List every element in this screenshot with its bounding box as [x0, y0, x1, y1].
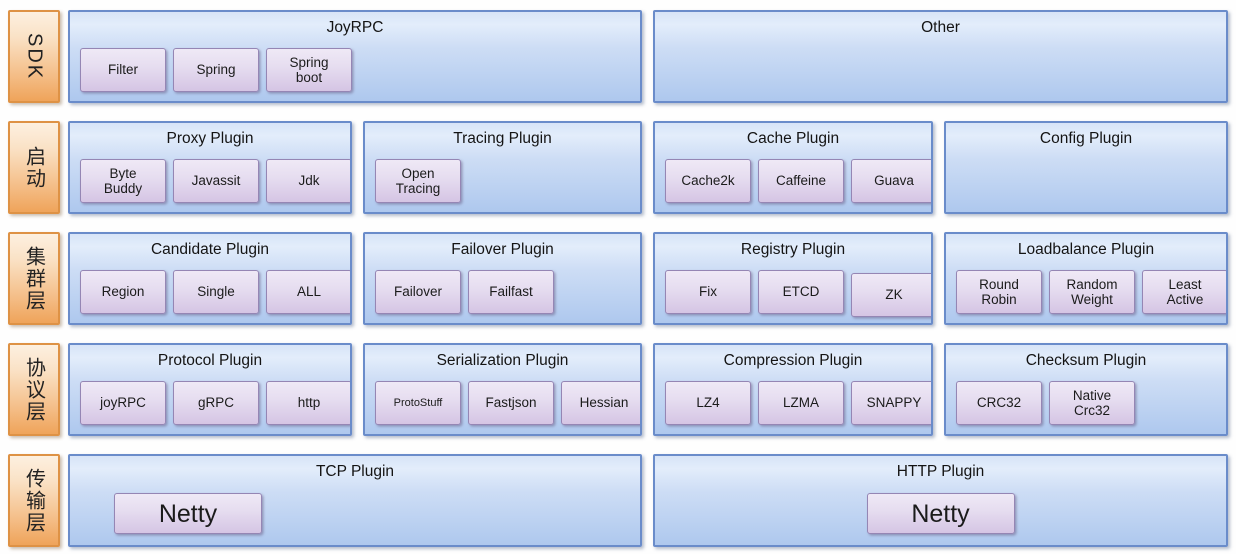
group-title: Tracing Plugin	[453, 130, 552, 147]
layer-label-cluster: 集群层	[8, 232, 60, 325]
layer-label-transport: 传输层	[8, 454, 60, 547]
plugin-item-javassit: Javassit	[173, 159, 259, 203]
plugin-item-fix: Fix	[665, 270, 751, 314]
group-protocol-plugin: Protocol Plugin joyRPC gRPC http	[68, 343, 352, 436]
plugin-item-failover: Failover	[375, 270, 461, 314]
plugin-item-fastjson: Fastjson	[468, 381, 554, 425]
plugin-item-jdk: Jdk	[266, 159, 350, 203]
group-title: Config Plugin	[1039, 130, 1133, 147]
group-title: TCP Plugin	[315, 463, 395, 480]
group-title: HTTP Plugin	[896, 463, 985, 480]
layer-label-startup: 启动	[8, 121, 60, 214]
plugin-item-all: ALL	[266, 270, 350, 314]
group-joyrpc: JoyRPC Filter Spring Spring boot	[68, 10, 642, 103]
plugin-item-filter: Filter	[80, 48, 166, 92]
group-registry-plugin: Registry Plugin Fix ETCD ZK	[653, 232, 933, 325]
group-title: Registry Plugin	[740, 241, 846, 258]
layer-label-sdk: SDK	[8, 10, 60, 103]
group-serialization-plugin: Serialization Plugin ProtoStuff Fastjson…	[363, 343, 642, 436]
plugin-item-region: Region	[80, 270, 166, 314]
plugin-item-zk: ZK	[851, 273, 931, 317]
group-tcp-plugin: TCP Plugin Netty	[68, 454, 642, 547]
plugin-item-spring: Spring	[173, 48, 259, 92]
layer-row-cluster: 集群层 Candidate Plugin Region Single ALL F…	[8, 232, 1228, 325]
plugin-item-round-robin: Round Robin	[956, 270, 1042, 314]
layer-row-startup: 启动 Proxy Plugin Byte Buddy Javassit Jdk …	[8, 121, 1228, 214]
plugin-item-caffeine: Caffeine	[758, 159, 844, 203]
plugin-item-etcd: ETCD	[758, 270, 844, 314]
layer-row-transport: 传输层 TCP Plugin Netty HTTP Plugin Netty	[8, 454, 1228, 547]
group-title: Loadbalance Plugin	[1017, 241, 1155, 258]
plugin-item-snappy: SNAPPY	[851, 381, 931, 425]
group-title: JoyRPC	[326, 19, 384, 36]
plugin-item-single: Single	[173, 270, 259, 314]
plugin-item-open-tracing: Open Tracing	[375, 159, 461, 203]
group-title: Failover Plugin	[451, 241, 554, 258]
group-title: Protocol Plugin	[157, 352, 263, 369]
layer-row-sdk: SDK JoyRPC Filter Spring Spring boot Oth…	[8, 10, 1228, 103]
group-compression-plugin: Compression Plugin LZ4 LZMA SNAPPY	[653, 343, 933, 436]
plugin-item-hessian: Hessian	[561, 381, 640, 425]
plugin-item-joyrpc: joyRPC	[80, 381, 166, 425]
group-title: Proxy Plugin	[166, 130, 254, 147]
group-title: Other	[921, 19, 960, 36]
plugin-item-protostuff: ProtoStuff	[375, 381, 461, 425]
group-http-plugin: HTTP Plugin Netty	[653, 454, 1228, 547]
group-other: Other	[653, 10, 1228, 103]
group-proxy-plugin: Proxy Plugin Byte Buddy Javassit Jdk	[68, 121, 352, 214]
plugin-item-lzma: LZMA	[758, 381, 844, 425]
group-title: Cache Plugin	[746, 130, 840, 147]
group-loadbalance-plugin: Loadbalance Plugin Round Robin Random We…	[944, 232, 1228, 325]
group-tracing-plugin: Tracing Plugin Open Tracing	[363, 121, 642, 214]
plugin-item-netty-http: Netty	[866, 493, 1015, 534]
layer-row-protocol: 协议层 Protocol Plugin joyRPC gRPC http Ser…	[8, 343, 1228, 436]
group-cache-plugin: Cache Plugin Cache2k Caffeine Guava	[653, 121, 933, 214]
plugin-item-cache2k: Cache2k	[665, 159, 751, 203]
group-candidate-plugin: Candidate Plugin Region Single ALL	[68, 232, 352, 325]
plugin-item-grpc: gRPC	[173, 381, 259, 425]
plugin-item-failfast: Failfast	[468, 270, 554, 314]
plugin-item-byte-buddy: Byte Buddy	[80, 159, 166, 203]
plugin-item-http: http	[266, 381, 350, 425]
plugin-item-crc32: CRC32	[956, 381, 1042, 425]
plugin-item-spring-boot: Spring boot	[266, 48, 352, 92]
group-title: Serialization Plugin	[436, 352, 569, 369]
group-title: Candidate Plugin	[150, 241, 270, 258]
plugin-item-netty-tcp: Netty	[114, 493, 262, 534]
group-checksum-plugin: Checksum Plugin CRC32 Native Crc32	[944, 343, 1228, 436]
group-failover-plugin: Failover Plugin Failover Failfast	[363, 232, 642, 325]
layer-label-protocol: 协议层	[8, 343, 60, 436]
plugin-item-least-active: Least Active	[1142, 270, 1226, 314]
plugin-item-lz4: LZ4	[665, 381, 751, 425]
group-title: Checksum Plugin	[1025, 352, 1147, 369]
diagram-rows: SDK JoyRPC Filter Spring Spring boot Oth…	[8, 10, 1228, 547]
plugin-item-random-weight: Random Weight	[1049, 270, 1135, 314]
plugin-item-native-crc32: Native Crc32	[1049, 381, 1135, 425]
group-config-plugin: Config Plugin	[944, 121, 1228, 214]
group-title: Compression Plugin	[723, 352, 863, 369]
plugin-item-guava: Guava	[851, 159, 931, 203]
